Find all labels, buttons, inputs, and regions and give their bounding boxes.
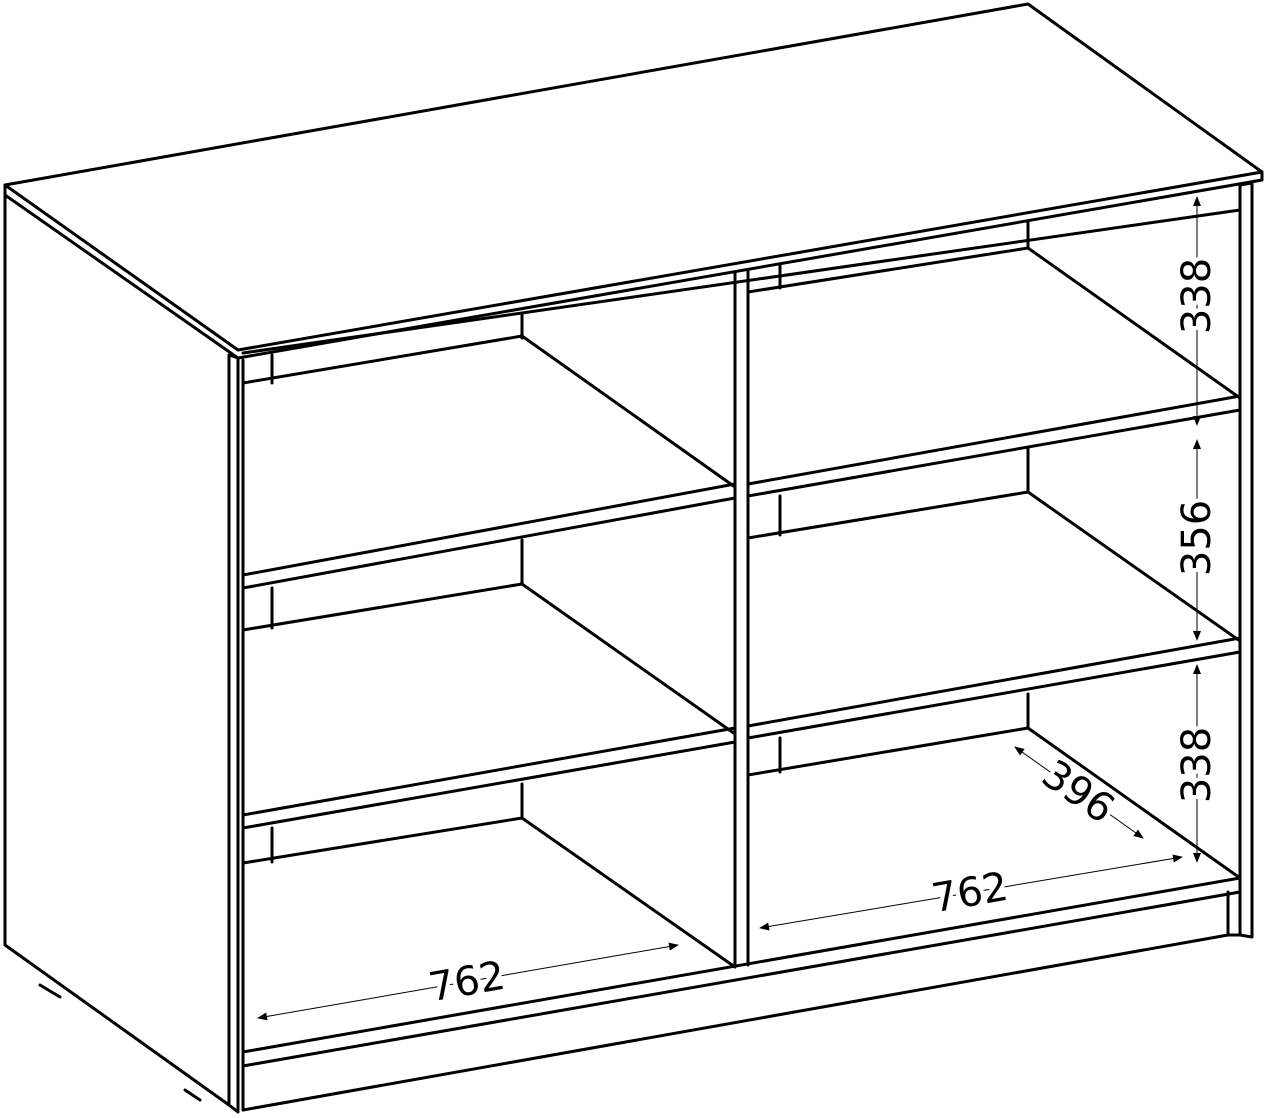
dimension-labels: 762 762 396 338 356 338 [421,254,1224,1015]
dim-label-depth: 396 [1034,751,1123,832]
dim-label-right-width: 762 [928,864,1011,923]
dimension-lines [257,196,1201,1021]
left-compartments [241,334,737,969]
dim-line-depth [1014,746,1144,839]
right-compartments [746,246,1242,880]
back-panel [241,208,1242,385]
dim-label-height-bottom: 338 [1174,727,1220,803]
dim-line-right-width [759,854,1183,931]
dim-line-left-width [257,942,679,1021]
dim-label-height-top: 338 [1174,258,1220,334]
left-side-panel [3,193,240,1114]
center-divider [733,268,750,969]
dim-label-height-middle: 356 [1174,500,1220,576]
top-panel [3,2,1264,360]
bottom-panel [241,876,1242,1112]
dim-label-left-width: 762 [425,953,508,1012]
front-frame [241,181,1254,1112]
